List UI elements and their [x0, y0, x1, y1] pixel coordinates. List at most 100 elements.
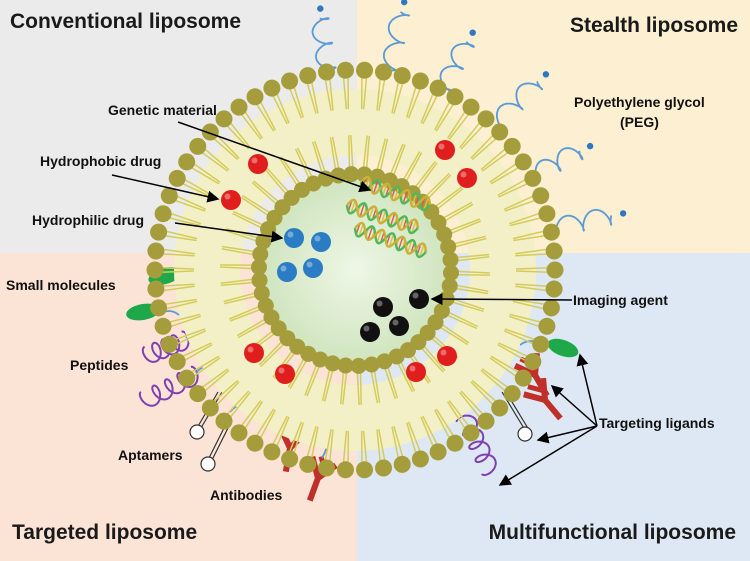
lipid-tail	[251, 181, 278, 206]
label-hydrophobic-drug: Hydrophobic drug	[40, 153, 162, 169]
lipid-tail	[169, 212, 202, 225]
dna-base-pair	[389, 212, 396, 227]
lipid-tail	[342, 371, 348, 405]
lipid-head	[257, 297, 274, 314]
hydrophilic-drug-shine	[287, 231, 294, 238]
lipid-tail	[212, 137, 239, 161]
label-small-molecules: Small molecules	[6, 277, 116, 293]
lipid-tail	[393, 81, 404, 115]
title-conventional-liposome: Conventional liposome	[10, 10, 242, 33]
lipid-head	[201, 123, 219, 141]
lipid-head	[178, 153, 196, 171]
lipid-tail	[504, 328, 537, 341]
lipid-tail	[287, 357, 305, 388]
lipid-tail	[497, 343, 527, 362]
dna-base-pair	[406, 239, 413, 254]
lipid-tail	[402, 151, 421, 181]
lipid-tail	[515, 266, 550, 270]
peg-chain	[383, 11, 411, 72]
lipid-tail	[447, 311, 478, 328]
lipid-tail	[266, 167, 290, 193]
label-peptides: Peptides	[70, 357, 129, 373]
lipid-tail	[503, 330, 535, 345]
lipid-head	[538, 205, 556, 223]
imaging-agent	[389, 316, 409, 336]
lipid-tail	[161, 285, 195, 292]
lipid-head	[189, 385, 207, 403]
dna-base-pair	[397, 236, 404, 251]
hydrophobic-drug-shine	[251, 157, 258, 164]
lipid-head	[491, 399, 509, 417]
lipid-tail	[359, 371, 362, 405]
lipid-head	[393, 455, 411, 473]
dna-base-pair	[359, 203, 366, 217]
lipid-tail	[306, 425, 317, 459]
lipid-head	[281, 72, 299, 90]
lipid-tail	[378, 429, 386, 462]
hydrophilic-drug	[284, 228, 304, 248]
lipid-tail	[489, 357, 518, 378]
lipid-tail	[225, 390, 250, 416]
lipid-tail	[275, 416, 290, 448]
lipid-tail	[232, 210, 264, 226]
lipid-tail	[328, 77, 334, 111]
lipid-tail	[356, 371, 360, 405]
hydrophobic-drug-shine	[440, 349, 447, 356]
lipid-tail	[161, 283, 195, 287]
lipid-head	[146, 261, 164, 279]
lipid-tail	[229, 308, 262, 322]
lipid-tail	[515, 270, 550, 274]
lipid-tail	[348, 135, 351, 169]
title-stealth-liposome: Stealth liposome	[569, 14, 738, 37]
antibody-arm	[522, 391, 548, 404]
imaging-agent	[409, 289, 429, 309]
lipid-head	[538, 317, 556, 335]
lipid-head	[477, 110, 495, 128]
lipid-tail	[392, 144, 406, 176]
lipid-head	[546, 261, 564, 279]
lipid-tail	[456, 255, 490, 262]
lipid-tail	[422, 415, 439, 446]
lipid-tail	[203, 147, 230, 171]
lipid-head	[446, 434, 464, 452]
lipid-head	[542, 223, 560, 241]
lipid-tail	[439, 326, 468, 346]
lipid-tail	[215, 381, 240, 407]
lipid-head	[150, 223, 168, 241]
lipid-tail	[212, 379, 239, 403]
lipid-head	[356, 461, 373, 479]
lipid-tail	[168, 313, 201, 324]
lipid-tail	[497, 178, 527, 197]
lipid-tail	[515, 283, 549, 287]
lipid-tail	[509, 313, 542, 324]
lipid-head	[440, 238, 457, 255]
lipid-tail	[173, 199, 206, 212]
lipid-tail	[453, 235, 486, 245]
lipid-tail	[232, 212, 263, 229]
antibody-stem	[542, 398, 563, 421]
lipid-head	[514, 153, 532, 171]
imaging-agent-shine	[392, 319, 399, 326]
lipid-tail	[459, 391, 481, 419]
imaging-agent	[360, 322, 380, 342]
lipid-tail	[259, 409, 276, 440]
hydrophobic-drug-shine	[409, 365, 416, 372]
lipid-tail	[451, 301, 484, 313]
lipid-tail	[224, 295, 257, 305]
peg-end-dot	[619, 210, 627, 217]
antibody-arm	[527, 384, 546, 394]
lipid-tail	[446, 110, 467, 139]
lipid-tail	[240, 112, 262, 140]
hydrophilic-drug	[311, 232, 331, 252]
lipid-tail	[310, 426, 319, 460]
lipid-tail	[422, 94, 439, 125]
hydrophobic-drug-shine	[460, 171, 467, 178]
label-peg-line2: (PEG)	[620, 114, 659, 130]
lipid-tail	[192, 357, 221, 378]
lipid-tail	[448, 112, 470, 140]
lipid-tail	[203, 369, 230, 393]
lipid-tail	[240, 400, 262, 428]
hydrophobic-drug-shine	[438, 143, 445, 150]
lipid-head	[376, 353, 393, 370]
lipid-tail	[515, 253, 549, 257]
